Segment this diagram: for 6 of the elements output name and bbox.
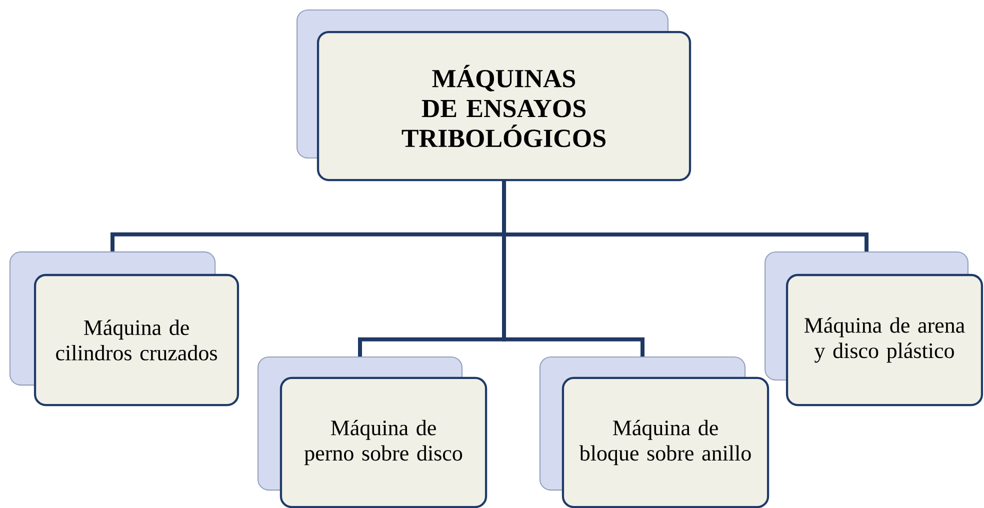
process-box: Máquina de perno sobre disco — [280, 376, 488, 508]
process-box: Máquina de arena y disco plástico — [786, 274, 984, 406]
process-box: MÁQUINAS DE ENSAYOS TRIBOLÓGICOS — [316, 30, 692, 182]
process-box: Máquina de bloque sobre anillo — [562, 376, 770, 508]
process-box: Máquina de cilindros cruzados — [34, 274, 240, 406]
connector-line — [502, 181, 868, 252]
